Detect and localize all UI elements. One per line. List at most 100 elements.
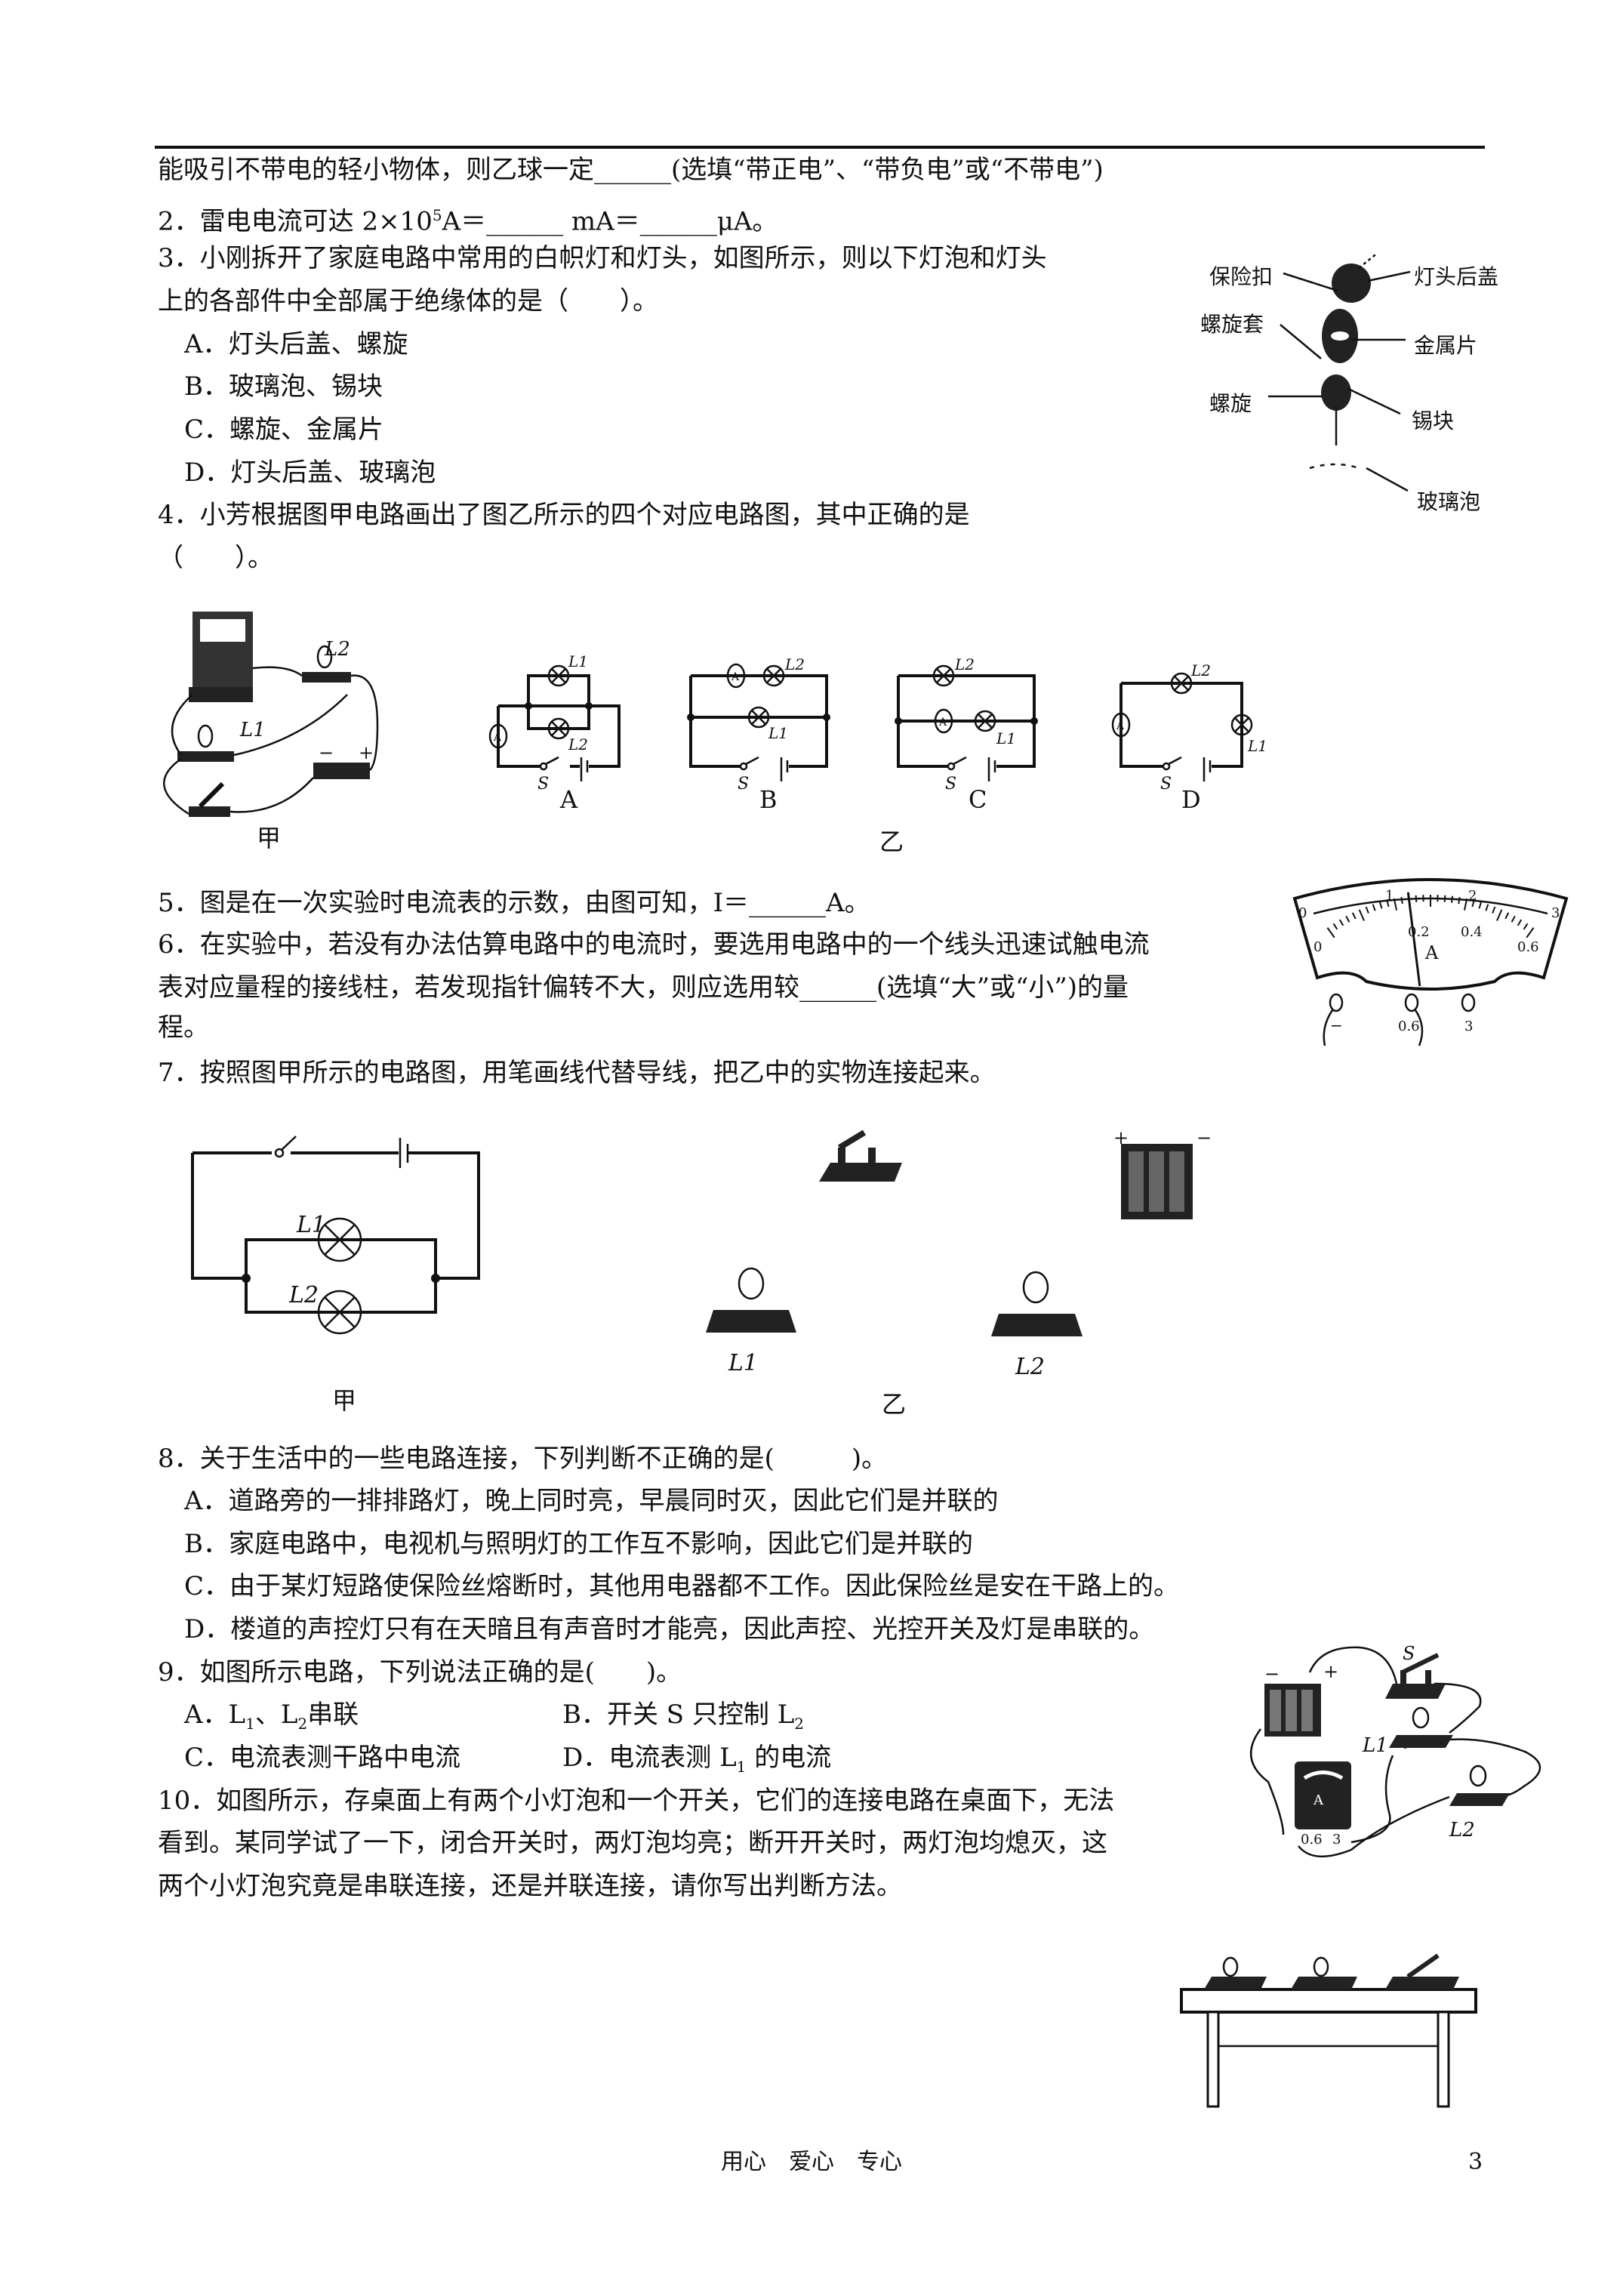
l2-label: L2 <box>568 735 588 754</box>
q7-fig-jia-caption: 甲 <box>332 1386 357 1415</box>
dial-tick <box>1351 912 1357 920</box>
dial-tick <box>1400 897 1403 905</box>
q10-table-figure <box>1180 1953 1477 2108</box>
ammeter-icon: A <box>1111 712 1131 738</box>
q5-text: 5．图是在一次实验时电流表的示数，由图可知，I＝______A。 <box>158 888 870 918</box>
q3-line-1: 3．小刚拆开了家庭电路中常用的白帜灯和灯头，如图所示，则以下灯泡和灯头 <box>158 243 1047 273</box>
lamp-l1 <box>177 724 234 762</box>
ammeter-dial-figure: 0 1 2 3 0 0.2 0.4 0.6 A − 0.6 3 <box>1292 878 1569 1046</box>
l1-label: L1 <box>568 652 588 670</box>
minus-label: − <box>1196 1127 1212 1148</box>
circuit-d-label: D <box>1181 785 1201 814</box>
battery-icon <box>399 1138 409 1168</box>
q2-text-2: A＝______ mA＝______μA。 <box>442 206 778 237</box>
q3-bulb-figure <box>1268 252 1411 492</box>
q8-option-b: B．家庭电路中，电视机与照明灯的工作互不影响，因此它们是并联的 <box>184 1529 973 1559</box>
ammeter-icon: A <box>726 663 746 689</box>
battery-plus-label: + <box>1323 1661 1338 1682</box>
lamp-l2-device <box>1449 1764 1510 1806</box>
circuit-d: A L2 L1 S <box>1111 661 1267 794</box>
q3-option-b: B．玻璃泡、锡块 <box>184 371 383 402</box>
dial-tick <box>1504 912 1510 920</box>
lamp-l2 <box>302 645 351 683</box>
q3-line-2: 上的各部件中全部属于绝缘体的是（ ）。 <box>158 286 658 316</box>
q7-fig-yi-caption: 乙 <box>882 1390 907 1419</box>
circuit-b: A L2 L1 S <box>687 655 830 794</box>
battery-icon <box>580 757 589 781</box>
terminals <box>1323 993 1476 1046</box>
l1-label: L1 <box>1362 1734 1388 1757</box>
l2-label: L2 <box>954 655 975 673</box>
s-label: S <box>1160 775 1172 794</box>
lamp-icon <box>747 706 770 729</box>
battery <box>313 763 370 779</box>
dial-tick <box>1345 915 1350 923</box>
dial-tick <box>1372 904 1376 911</box>
l1-label: L1 <box>1247 737 1267 755</box>
dial-tick <box>1358 909 1365 921</box>
dial-tick <box>1471 899 1475 908</box>
top-scale-0: 0 <box>1298 905 1307 921</box>
l2-label: L2 <box>1449 1819 1475 1841</box>
top-scale-1: 1 <box>1385 888 1394 904</box>
battery-icon <box>780 757 789 781</box>
lamp-icon <box>932 664 955 687</box>
switch-icon <box>947 756 978 771</box>
switch-icon <box>539 756 563 771</box>
plus-label: + <box>1113 1127 1129 1148</box>
l1-device-label: L1 <box>728 1350 758 1376</box>
lamp-l1-device <box>1389 1706 1453 1748</box>
lamp-l1-device <box>706 1267 796 1333</box>
l2-label: L2 <box>288 1282 319 1308</box>
q2-text: 2．雷电电流可达 2×10 <box>158 206 433 237</box>
dial-tick <box>1332 923 1338 930</box>
minus-label: − <box>319 742 334 763</box>
switch-label: S <box>1403 1643 1415 1664</box>
q8-option-c: C．由于某灯短路使保险丝熔断时，其他用电器都不工作。因此保险丝是安在干路上的。 <box>184 1571 1180 1601</box>
q10-line-2: 看到。某同学试了一下，闭合开关时，两灯泡均亮；断开开关时，两灯泡均熄灭，这 <box>158 1828 1107 1858</box>
s-label: S <box>537 775 549 794</box>
s-label: S <box>945 775 956 794</box>
dial-tick <box>1523 923 1529 930</box>
dial-tick <box>1386 899 1390 908</box>
battery-device: + − <box>1113 1127 1212 1219</box>
terminal-3: 3 <box>1464 1019 1473 1034</box>
label-screw: 螺旋 <box>1209 391 1252 416</box>
dial-tick <box>1496 909 1503 921</box>
q10-line-1: 10．如图所示，存桌面上有两个小灯泡和一个开关，它们的连接电路在桌面下，无法 <box>158 1786 1115 1816</box>
q4-fig-yi-caption: 乙 <box>879 827 904 856</box>
q4-line-1: 4．小芳根据图甲电路画出了图乙所示的四个对应电路图，其中正确的是 <box>158 500 970 530</box>
label-metal-strip: 金属片 <box>1414 333 1478 358</box>
q3-option-c: C．螺旋、金属片 <box>184 415 384 445</box>
lamp-icon <box>317 1290 362 1335</box>
label-screw-sleeve: 螺旋套 <box>1200 312 1264 337</box>
svg-text:A: A <box>493 732 502 744</box>
q6-line-2: 表对应量程的接线柱，若发现指针偏转不大，则应选用较______(选填“大”或“小… <box>158 972 1129 1003</box>
q9-circuit-figure: − + S L1 L2 A 0.6 3 <box>1249 1643 1541 1858</box>
dial-tick <box>1458 897 1461 905</box>
dial-tick <box>1415 895 1418 902</box>
q8-option-a: A．道路旁的一排排路灯，晚上同时亮，早晨同时灭，因此它们是并联的 <box>184 1486 999 1516</box>
dial-tick <box>1492 906 1496 914</box>
q9-option-d: D．电流表测 L1 的电流 <box>562 1743 832 1776</box>
switch-icon <box>274 1136 297 1158</box>
leader-lines <box>1268 270 1411 492</box>
q3-option-d: D．灯头后盖、玻璃泡 <box>184 458 436 488</box>
terminal-0-6: 0.6 <box>1398 1019 1420 1034</box>
battery-device <box>1264 1684 1321 1737</box>
q9-option-b: B．开关 S 只控制 L2 <box>562 1700 805 1733</box>
q8-option-d: D．楼道的声控灯只有在天暗且有声音时才能亮，因此声控、光控开关及灯是串联的。 <box>184 1614 1155 1644</box>
l1-label: L1 <box>296 1212 326 1238</box>
unit-label: A <box>1424 942 1439 963</box>
l1-label: L1 <box>239 719 266 741</box>
bottom-scale-2: 0.4 <box>1461 924 1483 940</box>
q6-line-3: 程。 <box>158 1012 209 1043</box>
lamp-device <box>1291 1956 1357 1989</box>
ammeter-device <box>189 612 253 702</box>
q6-line-1: 6．在实验中，若没有办法估算电路中的电流时，要选用电路中的一个线头迅速试触电流 <box>158 929 1150 960</box>
bulb-parts-illustration <box>1309 252 1378 470</box>
ammeter-label: A <box>1313 1792 1324 1808</box>
plus-label: + <box>359 742 374 763</box>
dial-tick <box>1485 904 1489 911</box>
switch <box>189 781 230 817</box>
